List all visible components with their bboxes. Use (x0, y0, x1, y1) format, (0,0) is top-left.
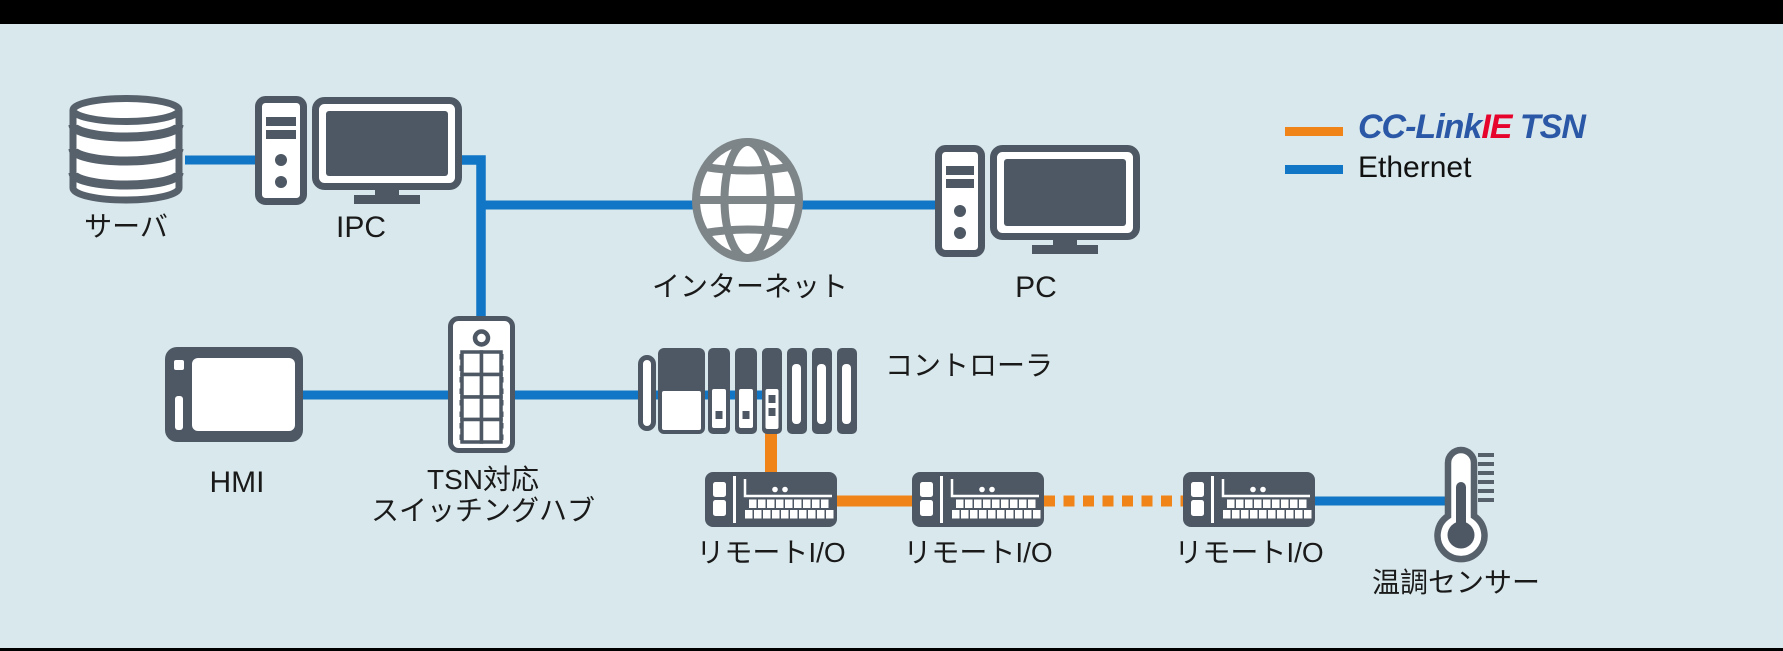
pc-tower (935, 145, 985, 257)
logo-cclink-part: CC-Link (1358, 108, 1482, 146)
internet-node (692, 138, 803, 262)
internet-label: インターネット (651, 271, 849, 302)
controller-label: コントローラ (885, 350, 1054, 381)
rio2-label: リモートI/O (903, 537, 1053, 568)
hub-label-line2: スイッチングハブ (370, 495, 596, 527)
database-icon (68, 95, 184, 204)
bottom-black-bar (0, 648, 1783, 651)
rio1-label: リモートI/O (696, 537, 846, 568)
logo-tsn-part: TSN (1511, 108, 1586, 146)
link-ipc-hub-trunk (462, 155, 486, 321)
sensor-node (1432, 446, 1500, 564)
legend-cclink-swatch (1285, 127, 1343, 136)
rio3-label: リモートI/O (1174, 537, 1324, 568)
switching-hub-icon (448, 316, 515, 453)
hmi-label: HMI (209, 466, 265, 499)
hub-label-line1: TSN対応 (426, 464, 540, 495)
rio2-node (912, 472, 1044, 527)
thermometer-icon (1434, 446, 1494, 563)
remote-io-icon (1183, 472, 1315, 527)
hmi-node (165, 347, 303, 442)
globe-icon (692, 138, 803, 262)
pc-monitor (990, 145, 1140, 255)
sensor-label: 温調センサー (1371, 567, 1541, 598)
monitor-icon (312, 97, 462, 204)
ipc-monitor (312, 97, 462, 205)
controller-node (638, 345, 858, 437)
top-black-bar (0, 0, 1783, 24)
rio3-node (1183, 472, 1315, 527)
pc-label: PC (1015, 271, 1057, 304)
server-label: サーバ (84, 211, 168, 242)
logo-ie-part: IE (1481, 108, 1512, 146)
server-node (65, 95, 187, 207)
legend-ethernet-label: Ethernet (1358, 151, 1472, 184)
remote-io-icon (705, 472, 837, 527)
plc-rack-icon (638, 348, 857, 434)
hub-label: TSN対応 スイッチングハブ (371, 464, 595, 527)
rio1-node (705, 472, 837, 527)
ipc-label: IPC (335, 211, 387, 244)
monitor-icon (990, 145, 1140, 254)
hub-node (448, 316, 515, 453)
legend-cclink-logo: CC-LinkIE TSN (1358, 108, 1586, 146)
legend-ethernet-swatch (1285, 165, 1343, 174)
computer-tower-icon (935, 145, 985, 257)
ipc-tower (255, 96, 307, 205)
hmi-panel-icon (165, 347, 303, 442)
remote-io-icon (912, 472, 1044, 527)
computer-tower-icon (255, 96, 307, 205)
